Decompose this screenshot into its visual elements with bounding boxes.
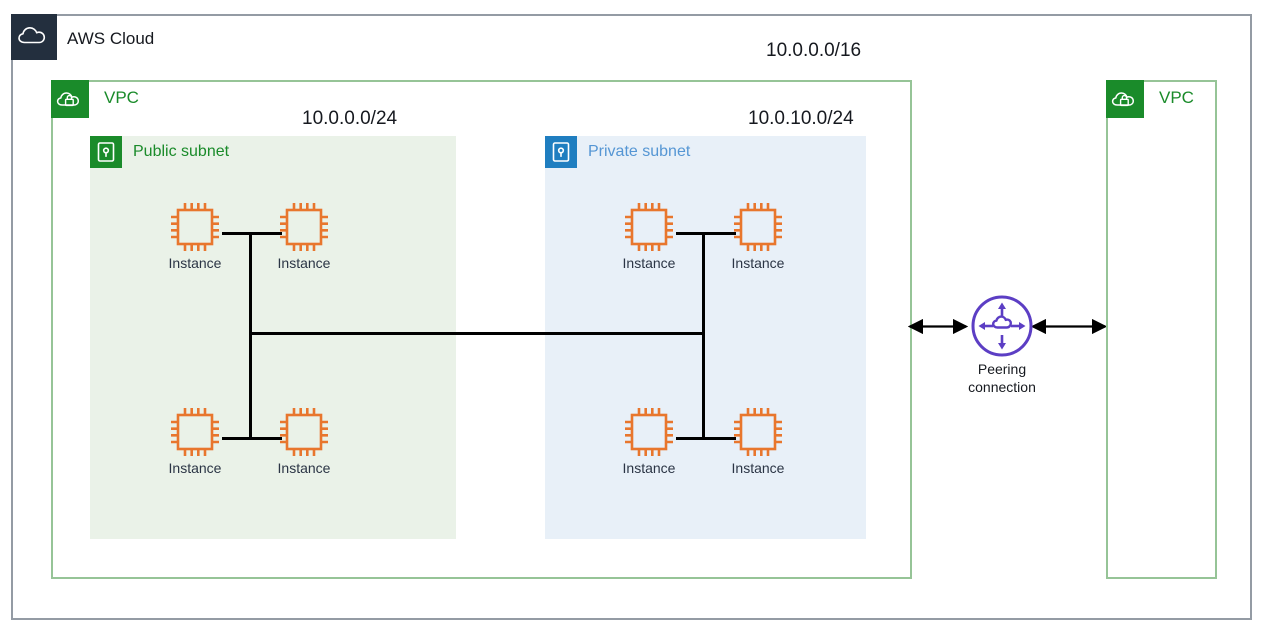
instance-chip-icon <box>171 408 219 456</box>
wire-subnet-interconnect <box>249 332 705 335</box>
private-subnet-label: Private subnet <box>588 143 691 160</box>
instance-label: Instance <box>168 460 222 476</box>
instance-label: Instance <box>277 255 331 271</box>
instance-label: Instance <box>731 460 785 476</box>
wire-public-bus-vertical <box>249 232 252 439</box>
peering-connection-label: Peering connection <box>940 361 1064 396</box>
instance-chip-icon <box>734 203 782 251</box>
instance-label: Instance <box>622 460 676 476</box>
peering-arrow-left <box>907 318 969 335</box>
wire-private-bottom <box>676 437 736 440</box>
wire-private-bus-vertical <box>702 232 705 439</box>
instance-label: Instance <box>731 255 785 271</box>
vpc-cloud-lock-icon <box>1106 80 1144 118</box>
instance-public-2[interactable]: Instance <box>277 200 331 271</box>
peering-label-line1: Peering <box>977 361 1027 377</box>
instance-label: Instance <box>277 460 331 476</box>
instance-private-4[interactable]: Instance <box>731 405 785 476</box>
subnet-lock-icon <box>90 136 122 168</box>
instance-chip-icon <box>280 203 328 251</box>
vpc-left-label: VPC <box>104 88 139 107</box>
instance-public-1[interactable]: Instance <box>168 200 222 271</box>
instance-chip-icon <box>625 408 673 456</box>
private-subnet-cidr-label: 10.0.10.0/24 <box>748 108 854 129</box>
peering-label-line2: connection <box>968 378 1036 395</box>
public-subnet-area <box>90 136 456 539</box>
instance-chip-icon <box>625 203 673 251</box>
peering-connection-icon[interactable] <box>970 294 1034 358</box>
aws-cloud-label: AWS Cloud <box>67 29 155 48</box>
vpc-cloud-lock-icon <box>51 80 89 118</box>
wire-public-top <box>222 232 282 235</box>
aws-cloud-boundary <box>11 14 1252 620</box>
peering-arrow-right <box>1030 318 1108 335</box>
wire-public-bottom <box>222 437 282 440</box>
instance-label: Instance <box>622 255 676 271</box>
instance-public-3[interactable]: Instance <box>168 405 222 476</box>
vpc-cidr-label: 10.0.0.0/16 <box>766 40 862 61</box>
wire-private-top <box>676 232 736 235</box>
instance-private-1[interactable]: Instance <box>622 200 676 271</box>
vpc-right-boundary <box>1106 80 1217 579</box>
instance-label: Instance <box>168 255 222 271</box>
instance-chip-icon <box>171 203 219 251</box>
instance-public-4[interactable]: Instance <box>277 405 331 476</box>
cloud-icon <box>11 14 57 60</box>
public-subnet-label: Public subnet <box>133 143 230 160</box>
instance-chip-icon <box>280 408 328 456</box>
subnet-lock-icon <box>545 136 577 168</box>
public-subnet-cidr-label: 10.0.0.0/24 <box>302 108 398 129</box>
private-subnet-area <box>545 136 866 539</box>
instance-private-2[interactable]: Instance <box>731 200 785 271</box>
vpc-right-label: VPC <box>1159 88 1194 107</box>
instance-chip-icon <box>734 408 782 456</box>
instance-private-3[interactable]: Instance <box>622 405 676 476</box>
